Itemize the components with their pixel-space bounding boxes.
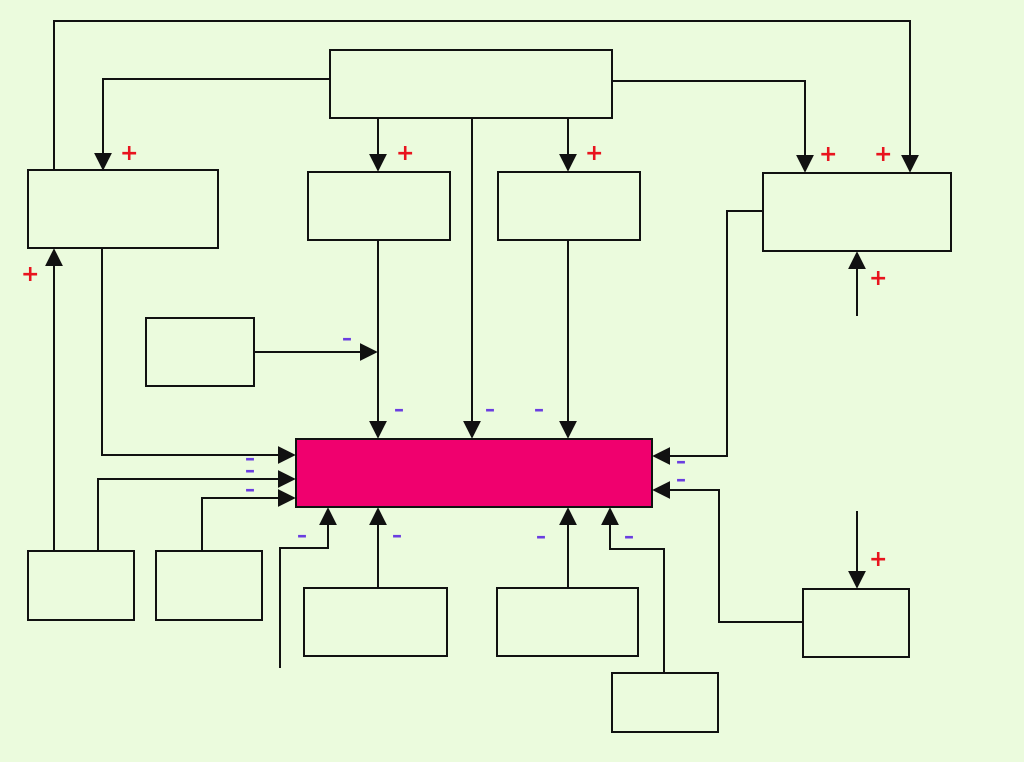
minus-sign: – — [394, 397, 404, 421]
upper-right-box — [762, 172, 952, 252]
minus-sign: – — [245, 458, 255, 482]
plus-sign: + — [120, 141, 138, 166]
bottom-mid-right-box — [496, 587, 639, 657]
minus-sign: – — [485, 397, 495, 421]
plus-sign: + — [819, 142, 837, 167]
side-small-box — [145, 317, 255, 387]
minus-sign: – — [245, 446, 255, 470]
loose-bottom-line — [279, 507, 337, 668]
minus-sign: – — [624, 524, 634, 548]
bottom-left-box-2 — [155, 550, 263, 621]
central-box — [295, 438, 653, 508]
bottom-right-box — [802, 588, 910, 658]
bottom-lowest-box — [611, 672, 719, 733]
upper-left-to-central-line — [101, 248, 296, 464]
bottom-lowest-to-central-line — [601, 507, 665, 673]
top-to-upper-left-line — [94, 78, 330, 171]
minus-sign: – — [676, 467, 686, 491]
plus-sign: + — [585, 141, 603, 166]
plus-sign: + — [21, 262, 39, 287]
plus-sign: + — [869, 547, 887, 572]
minus-sign: – — [676, 449, 686, 473]
top-center-box — [329, 49, 613, 119]
upper-left-box — [27, 169, 219, 249]
upper-mid-right-box — [497, 171, 641, 241]
minus-sign: – — [534, 397, 544, 421]
top-to-upper-right-line — [612, 80, 814, 173]
bottom-left-box-1 — [27, 550, 135, 621]
minus-sign: – — [392, 523, 402, 547]
minus-sign: – — [536, 524, 546, 548]
minus-sign: – — [245, 477, 255, 501]
minus-sign: – — [297, 523, 307, 547]
outer-loop-line — [53, 20, 919, 173]
bottom-left-2-to-central-line — [201, 489, 296, 551]
bottom-mid-left-box — [303, 587, 448, 657]
upper-right-to-central-line — [652, 210, 763, 465]
plus-sign: + — [874, 142, 892, 167]
plus-sign: + — [396, 141, 414, 166]
bottom-left-1-to-central-line — [97, 470, 296, 551]
plus-sign: + — [869, 266, 887, 291]
minus-sign: – — [342, 326, 352, 350]
bottom-right-to-central-line — [652, 481, 803, 623]
upper-mid-left-box — [307, 171, 451, 241]
